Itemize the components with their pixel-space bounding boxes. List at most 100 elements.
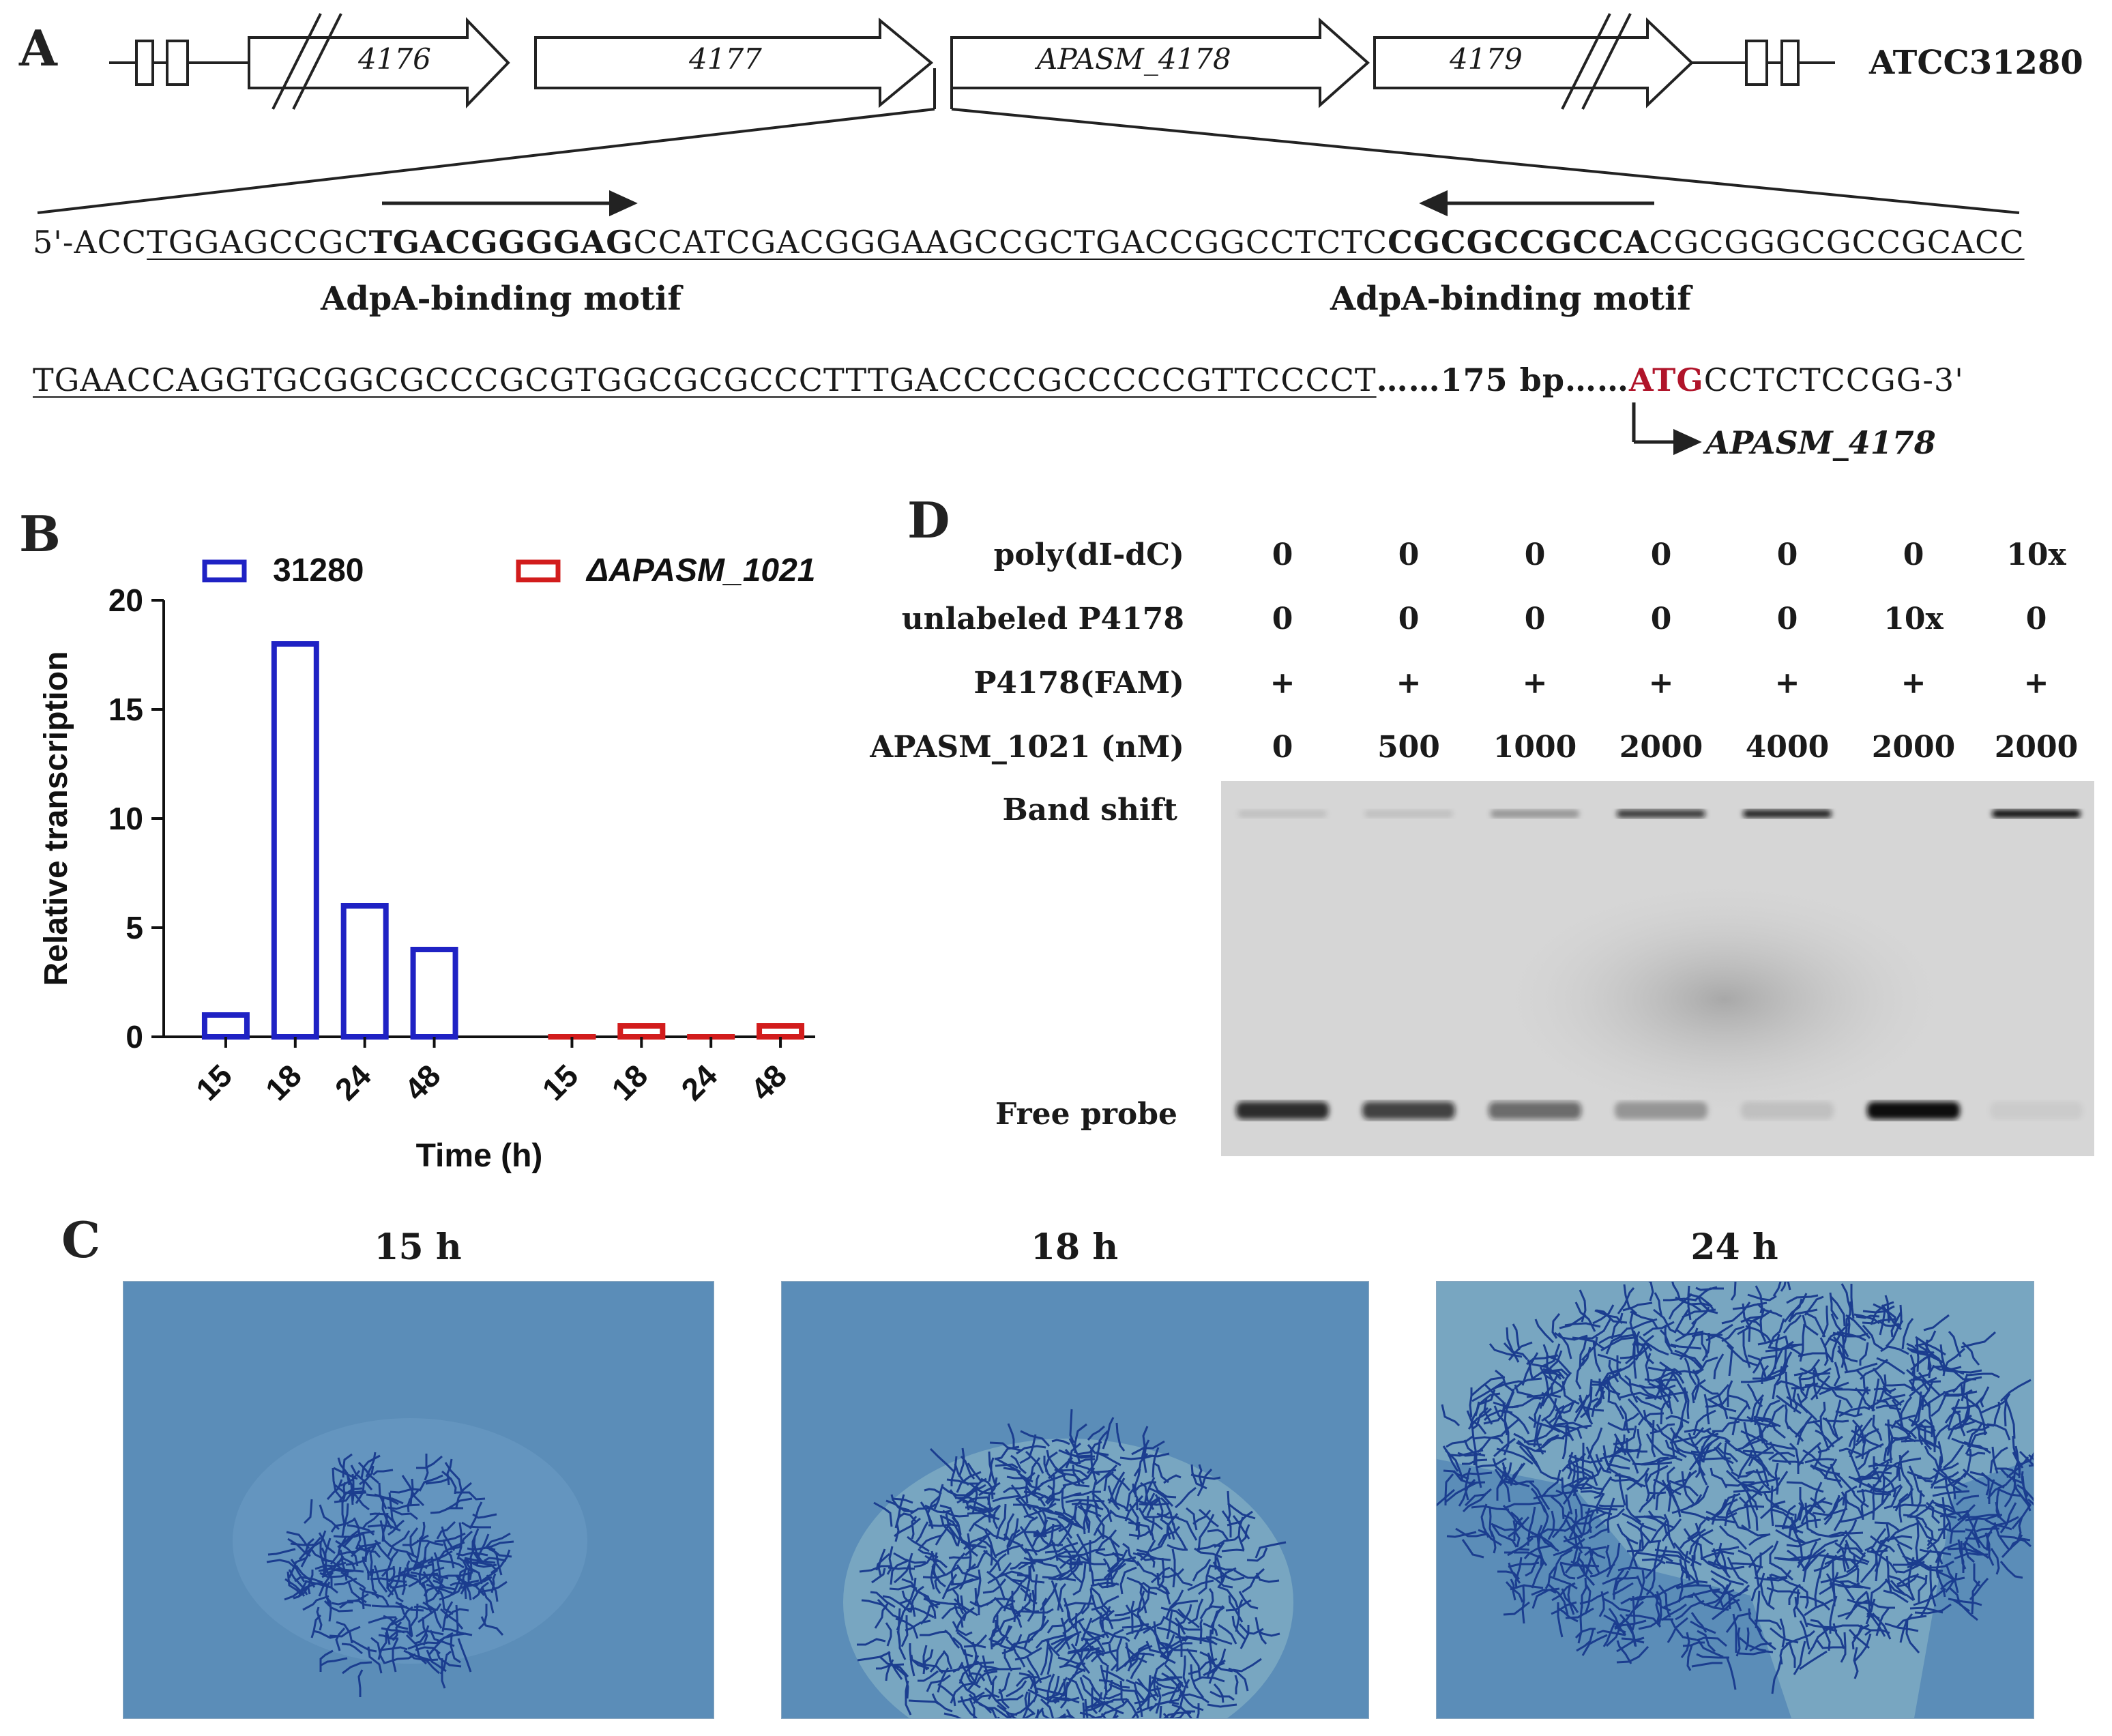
emsa-cell: 0	[1776, 538, 1798, 572]
legend-swatch	[202, 559, 247, 583]
gene-label-apasm-4178: APASM_4178	[1037, 42, 1231, 76]
row-label-unlabeled-probe: unlabeled P4178	[901, 602, 1184, 636]
emsa-cell: 0	[1272, 538, 1293, 572]
panel-label-a: A	[19, 19, 57, 77]
microscopy-image-15h	[123, 1281, 714, 1719]
emsa-cell: 2000	[1871, 730, 1956, 765]
micro-title-15h: 15 h	[374, 1226, 462, 1268]
bar	[410, 947, 458, 1040]
y-tick-label: 5	[126, 910, 143, 945]
y-tick-label: 15	[108, 692, 143, 727]
bar	[617, 1023, 666, 1040]
emsa-cell: +	[1648, 666, 1674, 701]
start-gene-label: APASM_4178	[1705, 424, 1936, 461]
free-probe-band	[1615, 1102, 1707, 1119]
shifted-band	[1364, 810, 1453, 818]
colony-15h-icon	[123, 1282, 714, 1718]
microscopy-image-24h	[1436, 1281, 2034, 1719]
free-probe-band	[1990, 1102, 2083, 1119]
emsa-cell: +	[1270, 666, 1295, 701]
x-tick-label: 15	[189, 1057, 239, 1107]
shifted-band	[1617, 810, 1705, 818]
micro-title-24h: 24 h	[1690, 1226, 1778, 1268]
gene-map	[37, 13, 2020, 456]
x-tick-label: 48	[744, 1057, 793, 1107]
bar	[340, 903, 389, 1040]
seq2-gap: ……175 bp……	[1376, 362, 1629, 398]
bar	[201, 1012, 250, 1040]
x-tick-label: 15	[536, 1057, 585, 1107]
emsa-cell: 0	[1272, 730, 1293, 765]
emsa-cell: 1000	[1493, 730, 1577, 765]
seq2-tail: CCTCTCCGG-3'	[1703, 362, 1964, 398]
emsa-cell: +	[1774, 666, 1800, 701]
seq-start: TGGAGCCGC	[147, 224, 369, 261]
emsa-cell: 0	[1776, 602, 1798, 636]
emsa-cell: 0	[1398, 602, 1420, 636]
gene-label-4176: 4176	[358, 42, 431, 76]
emsa-cell: 10x	[1883, 602, 1944, 636]
emsa-gel-image	[1221, 781, 2094, 1156]
gene-label-4179: 4179	[1450, 42, 1523, 76]
gene-label-4177: 4177	[689, 42, 762, 76]
emsa-cell: +	[2023, 666, 2049, 701]
x-tick-label: 18	[604, 1057, 654, 1107]
free-probe-band	[1236, 1102, 1329, 1119]
y-tick-label: 0	[126, 1019, 143, 1055]
sequence-line-1: 5'-ACCTGGAGCCGCTGACGGGGAGCCATCGACGGGAAGC…	[33, 224, 2025, 261]
emsa-cell: 0	[1903, 538, 1924, 572]
emsa-cell: 4000	[1745, 730, 1830, 765]
motif-label-left: AdpA-binding motif	[321, 280, 682, 318]
y-tick-label: 10	[108, 801, 143, 836]
motif-2-sequence: CGCGCCGCCA	[1388, 224, 1649, 261]
shifted-band	[1743, 810, 1832, 818]
free-probe-band	[1867, 1102, 1960, 1119]
legend-label: ΔAPASM_1021	[585, 553, 815, 589]
seq-prefix: 5'-ACC	[33, 224, 147, 261]
seq2-underlined: TGAACCAGGTGCGGCGCCCGCGTGGCGCGCCCTTTGACCC…	[33, 362, 1377, 398]
y-axis-label: Relative transcription	[38, 651, 74, 986]
emsa-cell: 0	[1272, 602, 1293, 636]
emsa-cell: 0	[2025, 602, 2047, 636]
bar	[271, 641, 319, 1040]
panel-label-c: C	[61, 1211, 101, 1269]
emsa-cell: 0	[1524, 602, 1546, 636]
seq-underlined: TGGAGCCGCTGACGGGGAGCCATCGACGGGAAGCCGCTGA…	[147, 224, 2025, 261]
motif-1-sequence: TGACGGGGAG	[368, 224, 634, 261]
emsa-cell: 0	[1398, 538, 1420, 572]
x-tick-label: 24	[674, 1057, 724, 1107]
microscopy-image-18h	[781, 1281, 1369, 1719]
seq-end: CGCGGGCGCCGCACC	[1649, 224, 2025, 261]
x-tick-label: 18	[259, 1057, 308, 1107]
micro-title-18h: 18 h	[1030, 1226, 1119, 1268]
start-codon: ATG	[1629, 362, 1704, 398]
legend-label: 31280	[273, 553, 364, 589]
free-probe-band	[1362, 1102, 1455, 1119]
emsa-cell: 2000	[1619, 730, 1703, 765]
y-tick-label: 20	[108, 583, 143, 618]
panel-label-b: B	[19, 505, 61, 563]
x-axis-label: Time (h)	[416, 1138, 543, 1174]
x-tick-label: 48	[398, 1057, 448, 1107]
sequence-line-2: TGAACCAGGTGCGGCGCCCGCGTGGCGCGCCCTTTGACCC…	[33, 362, 1964, 398]
emsa-cell: 500	[1377, 730, 1440, 765]
strain-label: ATCC31280	[1869, 44, 2083, 82]
shifted-band	[1238, 810, 1327, 818]
emsa-cell: 0	[1650, 602, 1672, 636]
seq-middle: CCATCGACGGGAAGCCGCTGACCGGCCTCTC	[633, 224, 1388, 261]
band-shift-label: Band shift	[1002, 793, 1177, 827]
panel-label-d: D	[907, 491, 950, 549]
x-tick-label: 24	[328, 1057, 378, 1107]
row-label-poly-dIdC: poly(dI-dC)	[993, 538, 1184, 572]
shifted-band	[1491, 810, 1579, 818]
motif-label-right: AdpA-binding motif	[1330, 280, 1692, 318]
shifted-band	[1992, 810, 2081, 818]
emsa-cell: 10x	[2006, 538, 2066, 572]
colony-18h-icon	[782, 1282, 1368, 1718]
emsa-cell: 2000	[1994, 730, 2079, 765]
emsa-cell: 0	[1650, 538, 1672, 572]
emsa-cell: +	[1522, 666, 1548, 701]
emsa-cell: 0	[1524, 538, 1546, 572]
row-label-protein-conc: APASM_1021 (nM)	[870, 730, 1184, 765]
